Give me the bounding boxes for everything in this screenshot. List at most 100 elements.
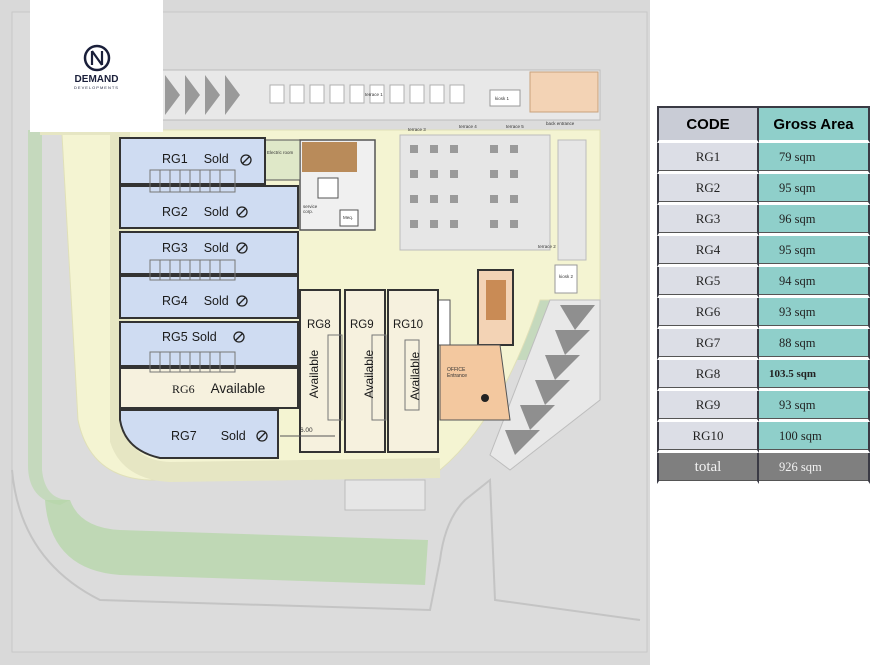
unit-status: Sold [203, 241, 229, 255]
brand-subtitle: DEVELOPMENTS [74, 85, 119, 90]
unit-status: Sold [203, 152, 229, 166]
sold-icons [233, 154, 268, 442]
rg-stairs [327, 334, 420, 421]
unit-label-rg8: RG8 [307, 319, 331, 331]
unit-label-rg2: RG2 Sold [162, 205, 229, 219]
label-service-corp: service corp. [303, 204, 318, 214]
row-area: 79 sqm [759, 143, 870, 174]
label-kiosk-1: kiosk 1 [495, 96, 510, 101]
street-edge [11, 469, 641, 621]
table-header-row: CODE Gross Area [657, 106, 870, 143]
lift [317, 177, 339, 199]
unit-code: RG4 [162, 294, 188, 308]
parking-chevrons [165, 75, 240, 115]
row-area: 93 sqm [759, 298, 870, 329]
terrace-tables [410, 145, 518, 228]
row-area: 95 sqm [759, 174, 870, 205]
row-area: 100 sqm [759, 422, 870, 453]
demand-logo-icon [83, 44, 111, 72]
no-entry-icon [256, 430, 268, 442]
unit-label-rg10: RG10 [393, 319, 424, 331]
unit-stairs [149, 169, 236, 373]
row-area: 88 sqm [759, 329, 870, 360]
row-code: RG7 [657, 329, 759, 360]
unit-label-rg7: RG7 Sold [171, 429, 246, 443]
row-code: RG3 [657, 205, 759, 236]
unit-code: RG2 [162, 205, 188, 219]
row-code: RG2 [657, 174, 759, 205]
unit-label-rg9: RG9 [350, 319, 374, 331]
label-terrace-1: terrace 1 [365, 92, 383, 97]
meq-room [339, 209, 359, 227]
electric-room [264, 139, 301, 181]
unit-label-rg3: RG3 Sold [162, 241, 229, 255]
unit-rg4-shape [119, 275, 299, 319]
label-dimension: 6.00 [300, 427, 313, 434]
crosswalk [344, 479, 426, 511]
row-area: 96 sqm [759, 205, 870, 236]
unit-status-rg8: Available [307, 349, 321, 399]
header-gross-area: Gross Area [759, 106, 870, 143]
no-entry-icon [236, 242, 248, 254]
total-label: total [657, 453, 759, 484]
unit-rg10-shape [387, 289, 439, 453]
total-area: 926 sqm [759, 453, 870, 484]
office-column [481, 394, 489, 402]
terrace-seating [399, 134, 551, 251]
terrace-2-strip [557, 139, 587, 261]
label-terrace-4: terrace 4 [459, 124, 477, 129]
green-strip-left [28, 130, 70, 505]
unit-code: RG1 [162, 152, 188, 166]
unit-label-rg1: RG1 Sold [162, 152, 229, 166]
office-entrance-area [439, 344, 511, 421]
diagonal-chevrons [505, 305, 595, 455]
green-strip-bottom [45, 500, 428, 585]
unit-rg7-shape [119, 409, 279, 459]
unit-rg9-shape [344, 289, 386, 453]
label-terrace-2: terrace 2 [538, 244, 556, 249]
unit-code: RG3 [162, 241, 188, 255]
walkway [40, 115, 441, 483]
row-code: RG10 [657, 422, 759, 453]
label-terrace-3: terrace 3 [408, 127, 426, 132]
label-electric-room: Electric room [267, 150, 294, 155]
site-plan [0, 0, 650, 665]
row-code: RG4 [657, 236, 759, 267]
brand-name: DEMAND [74, 74, 119, 85]
row-area: 103.5 sqm [759, 360, 870, 391]
unit-status: Sold [191, 330, 217, 344]
no-entry-icon [240, 154, 252, 166]
unit-status-rg9: Available [362, 349, 376, 399]
unit-code: RG7 [171, 429, 197, 443]
unit-rg8-shape [299, 289, 341, 453]
parking-spots [269, 84, 465, 104]
label-back-entrance: back entrance [546, 121, 575, 126]
unit-status: Sold [220, 429, 246, 443]
unit-code: RG5 [162, 330, 188, 344]
label-meq: Meq. [343, 215, 354, 220]
units-right [299, 289, 439, 453]
row-code: RG6 [657, 298, 759, 329]
label-office-entrance: OFFICE Entrance [447, 367, 468, 379]
brand-logo-panel: DEMAND DEVELOPMENTS [30, 0, 163, 132]
stair-core [302, 142, 357, 172]
no-entry-icon [236, 206, 248, 218]
label-kiosk-2: kiosk 2 [559, 274, 574, 279]
row-code: RG1 [657, 143, 759, 174]
row-code: RG8 [657, 360, 759, 391]
office-stair-core [486, 280, 506, 320]
unit-status: Available [210, 381, 266, 396]
unit-status: Sold [203, 205, 229, 219]
unit-rg5-shape [119, 321, 299, 367]
row-code: RG9 [657, 391, 759, 422]
